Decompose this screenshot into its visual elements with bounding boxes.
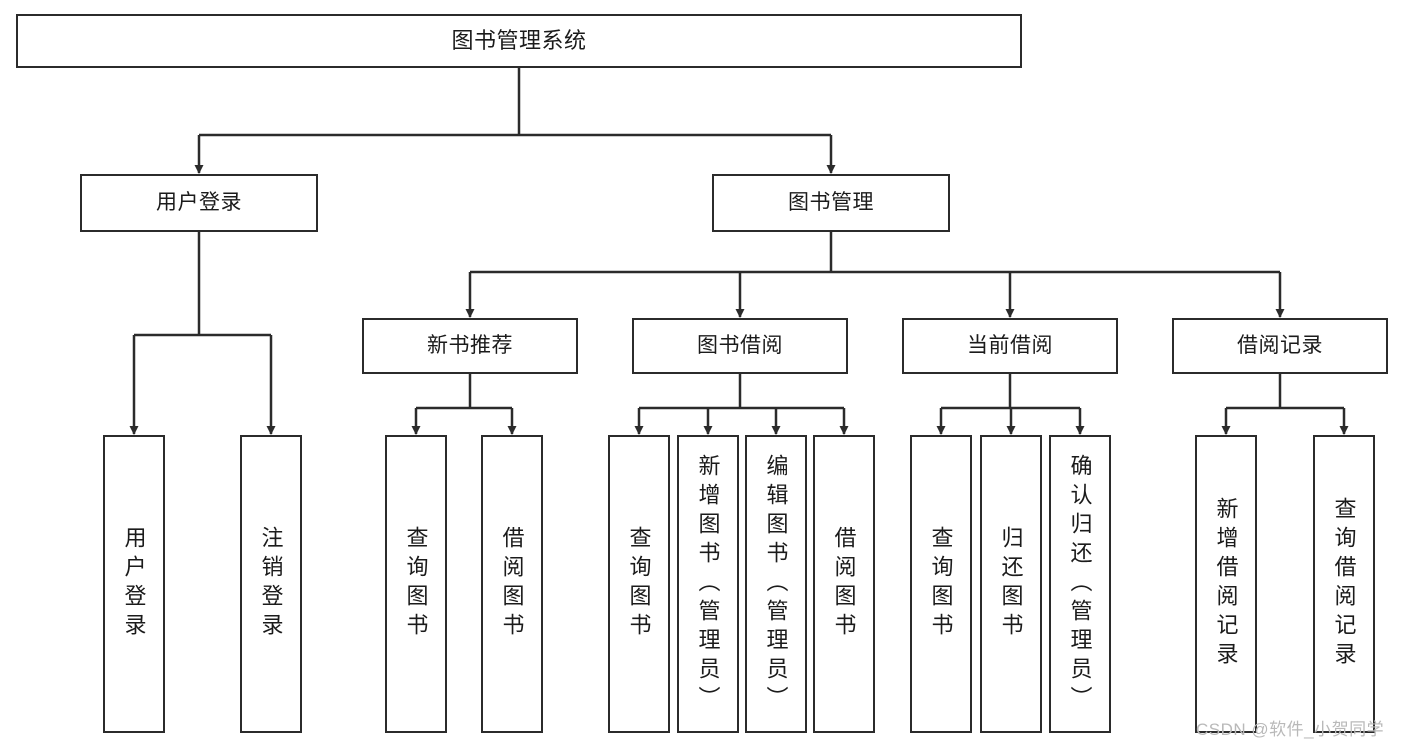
node-leaf-rec-search[interactable]: 查询借阅记录 <box>1313 435 1375 733</box>
node-leaf-user-login[interactable]: 用户登录 <box>103 435 165 733</box>
node-label: 新增图书（管理员） <box>695 453 721 715</box>
node-label: 查询图书 <box>928 526 954 642</box>
node-leaf-borrow-query[interactable]: 查询图书 <box>608 435 670 733</box>
node-leaf-borrow-add[interactable]: 新增图书（管理员） <box>677 435 739 733</box>
node-book-borrow[interactable]: 图书借阅 <box>632 318 848 374</box>
node-leaf-cur-return[interactable]: 归还图书 <box>980 435 1042 733</box>
node-book-manage[interactable]: 图书管理 <box>712 174 950 232</box>
watermark-text: CSDN @软件_小贺同学 <box>1196 720 1385 739</box>
node-user-login[interactable]: 用户登录 <box>80 174 318 232</box>
node-label: 注销登录 <box>258 526 284 642</box>
node-label: 查询图书 <box>626 526 652 642</box>
node-label: 新书推荐 <box>427 334 513 358</box>
node-leaf-user-logout[interactable]: 注销登录 <box>240 435 302 733</box>
node-label: 查询图书 <box>403 526 429 642</box>
node-label: 查询借阅记录 <box>1331 497 1357 671</box>
node-label: 归还图书 <box>998 526 1024 642</box>
edge-layer <box>129 68 1349 435</box>
node-label: 借阅图书 <box>831 526 857 642</box>
node-leaf-borrow-do[interactable]: 借阅图书 <box>813 435 875 733</box>
node-borrow-record[interactable]: 借阅记录 <box>1172 318 1388 374</box>
node-leaf-rec-query[interactable]: 查询图书 <box>385 435 447 733</box>
node-leaf-rec-borrow[interactable]: 借阅图书 <box>481 435 543 733</box>
node-new-book-rec[interactable]: 新书推荐 <box>362 318 578 374</box>
node-label: 用户登录 <box>156 191 242 215</box>
node-leaf-borrow-edit[interactable]: 编辑图书（管理员） <box>745 435 807 733</box>
node-root[interactable]: 图书管理系统 <box>16 14 1022 68</box>
node-leaf-cur-query[interactable]: 查询图书 <box>910 435 972 733</box>
node-label: 用户登录 <box>121 526 147 642</box>
node-label: 确认归还（管理员） <box>1067 453 1093 715</box>
node-label: 借阅记录 <box>1237 334 1323 358</box>
node-label: 当前借阅 <box>967 334 1053 358</box>
node-leaf-cur-confirm[interactable]: 确认归还（管理员） <box>1049 435 1111 733</box>
node-label: 图书管理系统 <box>451 27 587 53</box>
node-label: 编辑图书（管理员） <box>763 453 789 715</box>
node-leaf-rec-add[interactable]: 新增借阅记录 <box>1195 435 1257 733</box>
node-label: 借阅图书 <box>499 526 525 642</box>
node-current-borrow[interactable]: 当前借阅 <box>902 318 1118 374</box>
node-label: 图书借阅 <box>697 334 783 358</box>
node-label: 新增借阅记录 <box>1213 497 1239 671</box>
node-label: 图书管理 <box>788 191 874 215</box>
